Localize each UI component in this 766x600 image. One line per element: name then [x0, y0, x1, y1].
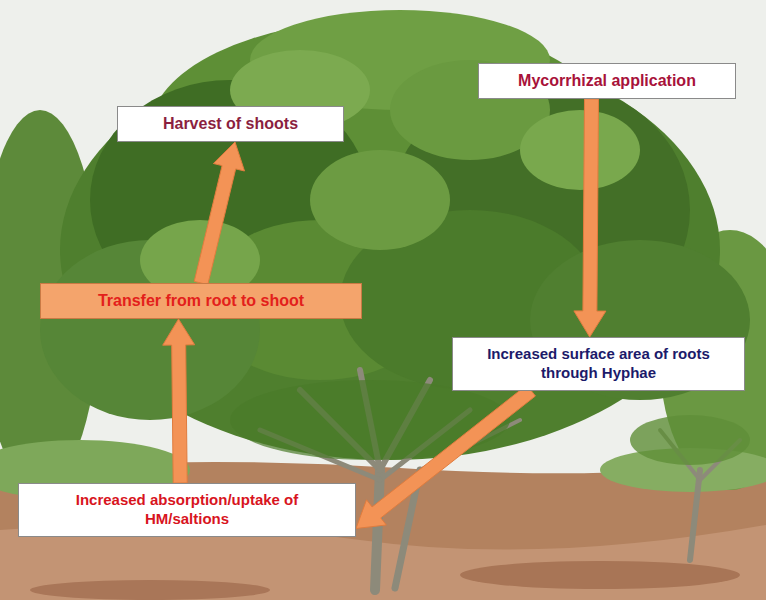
box-text: Transfer from root to shoot — [98, 291, 304, 311]
label-box: Transfer from root to shoot — [40, 283, 362, 319]
label-box: Harvest of shoots — [117, 106, 344, 142]
box-text: Mycorrhizal application — [518, 71, 696, 91]
label-box: Increased absorption/uptake of HM/saltio… — [18, 483, 356, 537]
box-text: Harvest of shoots — [163, 114, 298, 134]
flow-arrow — [356, 385, 535, 529]
flow-arrow — [194, 142, 244, 285]
flow-arrow — [574, 99, 606, 337]
label-box: Mycorrhizal application — [478, 63, 736, 99]
box-text: Increased absorption/uptake of HM/saltio… — [52, 491, 322, 529]
label-box: Increased surface area of roots through … — [452, 337, 745, 391]
flow-arrow — [163, 319, 195, 483]
box-text: Increased surface area of roots through … — [469, 345, 729, 383]
